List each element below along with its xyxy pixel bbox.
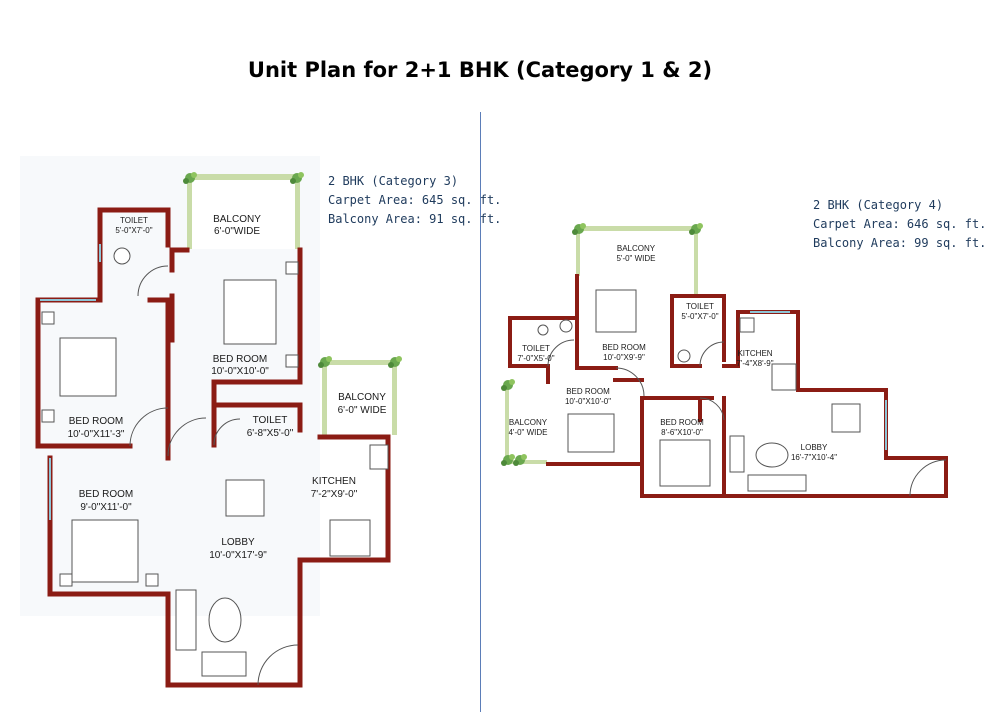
r-toilet-left-label: TOILET — [522, 344, 550, 353]
stove-icon — [329, 519, 371, 557]
right-furniture — [537, 289, 861, 492]
r-toilet-left-size: 7'-0"X5'-0" — [517, 354, 554, 363]
right-walls — [508, 274, 948, 498]
r-kitchen-size: 7'-4"X8'-9" — [736, 359, 773, 368]
center-divider — [480, 112, 481, 712]
balcony-right-label: BALCONY — [338, 392, 386, 403]
left-plan-balcony-area: Balcony Area: 91 sq. ft. — [328, 212, 502, 226]
left-doors — [129, 265, 299, 686]
sofa-icon — [201, 651, 247, 677]
right-balcony-left — [501, 379, 547, 466]
lamp-icon — [59, 573, 73, 587]
toilet-icon — [113, 247, 131, 265]
r-bed-small-label: BED ROOM — [660, 418, 704, 427]
left-balcony-right — [318, 356, 402, 435]
toilet-top-size: 5'-0"X7'-0" — [115, 226, 152, 235]
r-lobby-size: 16'-7"X10'-4" — [791, 453, 837, 462]
kitchen-label: KITCHEN — [312, 476, 356, 487]
bed-icon — [59, 337, 117, 397]
r-toilet-right-size: 5'-0"X7'-0" — [681, 312, 718, 321]
lamp-icon — [285, 354, 299, 368]
bed-icon — [71, 519, 139, 583]
r-bed-mid-label: BED ROOM — [566, 387, 610, 396]
left-plan-heading: 2 BHK (Category 3) — [328, 174, 459, 188]
r-balcony-left-size: 4'-0" WIDE — [508, 428, 547, 437]
r-toilet-right-label: TOILET — [686, 302, 714, 311]
lamp-icon — [285, 261, 299, 275]
left-furniture — [41, 247, 389, 677]
r-bed-mid-size: 10'-0"X10'-0" — [565, 397, 611, 406]
r-kitchen-label: KITCHEN — [737, 349, 772, 358]
left-floor-plan: TOILET 5'-0"X7'-0" BALCONY 6'-0"WIDE BED… — [20, 156, 402, 688]
bed-bottom-label: BED ROOM — [79, 489, 133, 500]
balcony-top-size: 6'-0"WIDE — [214, 226, 260, 237]
bed-left-size: 10'-0"X11'-3" — [68, 429, 125, 440]
lamp-icon — [145, 573, 159, 587]
right-room-labels: BALCONY 5'-0" WIDE TOILET 5'-0"X7'-0" TO… — [508, 244, 837, 462]
stove-icon — [771, 363, 797, 391]
right-doors — [547, 339, 947, 497]
bed-bottom-size: 9'-0"X11'-0" — [80, 502, 132, 513]
bed-icon — [595, 289, 637, 333]
toilet-top-label: TOILET — [120, 216, 148, 225]
left-balcony-top — [183, 172, 304, 249]
left-room-labels: TOILET 5'-0"X7'-0" BALCONY 6'-0"WIDE BED… — [68, 214, 387, 561]
r-balcony-top-label: BALCONY — [617, 244, 656, 253]
right-plan-carpet-area: Carpet Area: 646 sq. ft. — [813, 217, 986, 231]
toilet-mid-size: 6'-8"X5'-0" — [247, 428, 294, 439]
toilet-mid-label: TOILET — [253, 415, 288, 426]
dining-table-icon — [225, 479, 265, 517]
sofa-icon — [729, 435, 745, 473]
kitchen-size: 7'-2"X9'-0" — [311, 489, 358, 500]
left-plan-info: 2 BHK (Category 3) Carpet Area: 645 sq. … — [328, 172, 501, 229]
lobby-size: 10'-0"X17'-9" — [209, 550, 267, 561]
right-plan-heading: 2 BHK (Category 4) — [813, 198, 944, 212]
left-plan-carpet-area: Carpet Area: 645 sq. ft. — [328, 193, 502, 207]
table-icon — [208, 597, 242, 643]
right-plan-info: 2 BHK (Category 4) Carpet Area: 646 sq. … — [813, 196, 986, 253]
toilet-icon — [677, 349, 691, 363]
bed-icon — [659, 439, 711, 487]
right-plan-balcony-area: Balcony Area: 99 sq. ft. — [813, 236, 986, 250]
lamp-icon — [41, 409, 55, 423]
lamp-icon — [41, 311, 55, 325]
balcony-top-label: BALCONY — [213, 214, 261, 225]
r-bed-top-label: BED ROOM — [602, 343, 646, 352]
r-lobby-label: LOBBY — [801, 443, 828, 452]
balcony-right-size: 6'-0" WIDE — [338, 405, 387, 416]
washbasin-icon — [537, 324, 549, 336]
right-floor-plan: BALCONY 5'-0" WIDE TOILET 5'-0"X7'-0" TO… — [501, 223, 948, 498]
bed-mid-size: 10'-0"X10'-0" — [211, 366, 269, 377]
r-balcony-left-label: BALCONY — [509, 418, 548, 427]
sink-icon — [369, 444, 389, 470]
sink-icon — [739, 317, 755, 333]
page-title: Unit Plan for 2+1 BHK (Category 1 & 2) — [247, 58, 713, 82]
table-icon — [755, 442, 789, 468]
lobby-label: LOBBY — [221, 537, 255, 548]
dining-table-icon — [831, 403, 861, 433]
r-bed-top-size: 10'-0"X9'-9" — [603, 353, 645, 362]
right-windows — [750, 311, 887, 450]
left-windows — [40, 244, 101, 520]
sofa-icon — [747, 474, 807, 492]
r-balcony-top-size: 5'-0" WIDE — [616, 254, 655, 263]
right-balcony-top — [572, 223, 703, 296]
bed-left-label: BED ROOM — [69, 416, 123, 427]
r-bed-small-size: 8'-6"X10'-0" — [661, 428, 703, 437]
bed-mid-label: BED ROOM — [213, 354, 267, 365]
floor-plans: TOILET 5'-0"X7'-0" BALCONY 6'-0"WIDE BED… — [20, 156, 948, 688]
toilet-icon — [559, 319, 573, 333]
sofa-icon — [175, 589, 197, 651]
bed-icon — [567, 413, 615, 453]
bed-icon — [223, 279, 277, 345]
